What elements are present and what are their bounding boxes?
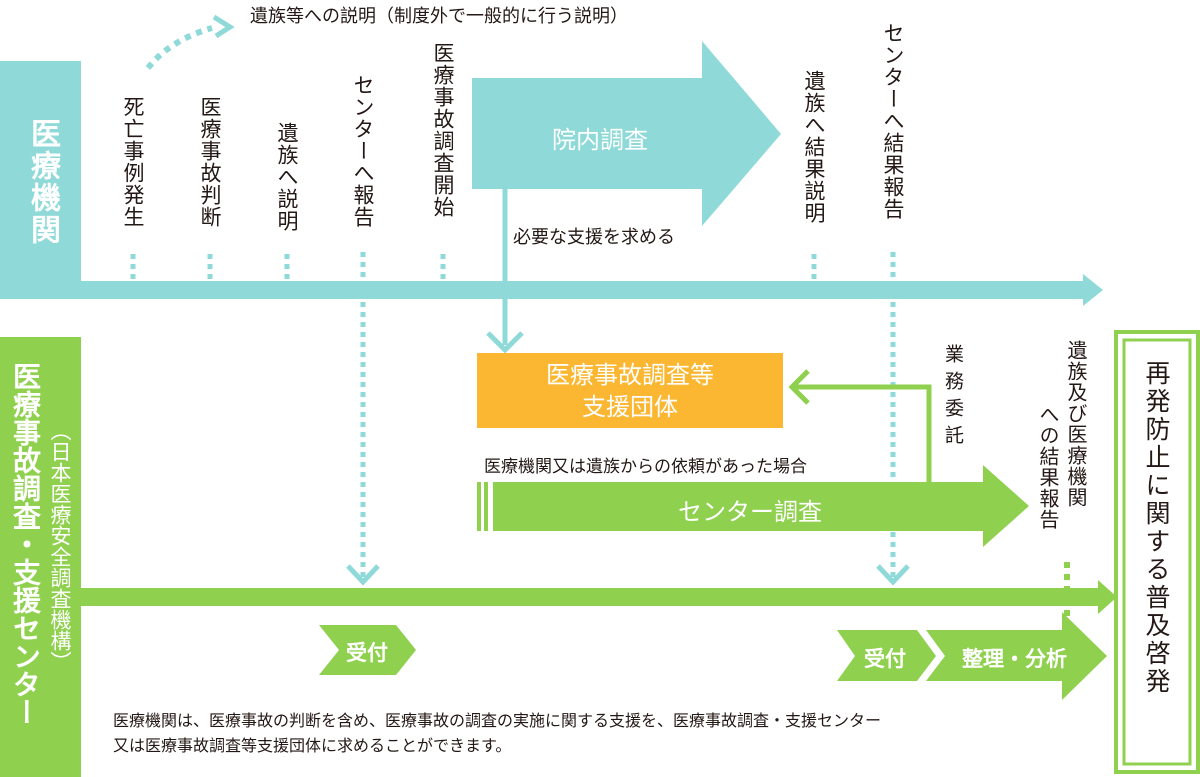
- top-note: 遺族等への説明（制度外で一般的に行う説明）: [250, 6, 628, 27]
- reception-label-2: 受付: [864, 647, 906, 671]
- center-investigation-label: センター調査: [678, 498, 822, 526]
- hospital-timeline-arrow: [81, 274, 1103, 306]
- prevention-box-inner: [1122, 338, 1192, 766]
- support-org-label: 医療事故調査等 支援団体: [477, 359, 783, 423]
- footnote-line-2: 又は医療事故調査等支援団体に求めることができます。: [113, 736, 512, 755]
- outsourcing-arrowhead: [788, 369, 810, 405]
- step-report-center: センターへ報告: [351, 74, 375, 228]
- reception-chevron-1: [319, 625, 416, 675]
- center-lane-label: 医療事故調査・支援センター: [9, 362, 42, 726]
- outsourcing-line: [795, 384, 932, 482]
- support-org-box: [477, 353, 783, 428]
- internal-investigation-arrow: [472, 41, 781, 226]
- dotted-curve-arrow: [145, 25, 213, 70]
- step-death-event: 死亡事例発生: [121, 96, 145, 228]
- center-investigation-bar-2: [484, 482, 488, 531]
- support-org-label-line2: 支援団体: [582, 393, 678, 421]
- step-investigation-start: 医療事故調査開始: [431, 42, 455, 218]
- report-arrowhead-2: [876, 564, 910, 586]
- reception-label-1: 受付: [346, 641, 388, 665]
- center-investigation-arrow: [493, 465, 1029, 547]
- step-result-explain-family: 遺族へ結果説明: [802, 70, 826, 224]
- internal-investigation-label: 院内調査: [552, 126, 648, 154]
- dotted-curve-arrowhead: [212, 14, 235, 39]
- step-accident-judgment: 医療事故判断: [198, 96, 222, 228]
- step-explain-family: 遺族へ説明: [275, 122, 299, 232]
- support-request-arrowhead: [486, 331, 524, 354]
- center-investigation-bar-1: [477, 482, 481, 531]
- hospital-lane-label: 医療機関: [25, 118, 60, 246]
- hospital-lane-box: [0, 61, 81, 299]
- request-support-label: 必要な支援を求める: [513, 227, 675, 248]
- footnote: 医療機関は、医療事故の判断を含め、医療事故の調査の実施に関する支援を、医療事故調…: [113, 708, 881, 758]
- outsourcing-label: 業務委託: [942, 344, 964, 452]
- center-timeline-arrow: [81, 580, 1117, 614]
- support-org-label-line1: 医療事故調査等: [546, 361, 714, 389]
- result-report-label-col2: への結果報告: [1036, 404, 1060, 530]
- analysis-arrow: [926, 612, 1107, 700]
- request-condition-label: 医療機関又は遺族からの依頼があった場合: [484, 457, 807, 477]
- reception-chevron-2: [837, 630, 936, 681]
- step-ticks: [130, 254, 817, 281]
- footnote-line-1: 医療機関は、医療事故の判断を含め、医療事故の調査の実施に関する支援を、医療事故調…: [113, 711, 882, 730]
- step-result-report-center: センターへ結果報告: [881, 22, 905, 220]
- prevention-box-outer: [1114, 330, 1200, 774]
- result-report-label-col1: 遺族及び医療機関: [1064, 340, 1088, 508]
- center-lane-sublabel: （日本医療安全調査機構）: [48, 420, 72, 672]
- center-lane-box: [0, 337, 81, 777]
- report-arrowhead-1: [346, 564, 380, 586]
- prevention-label: 再発防止に関する普及啓発: [1142, 360, 1171, 696]
- analysis-label: 整理・分析: [962, 647, 1067, 671]
